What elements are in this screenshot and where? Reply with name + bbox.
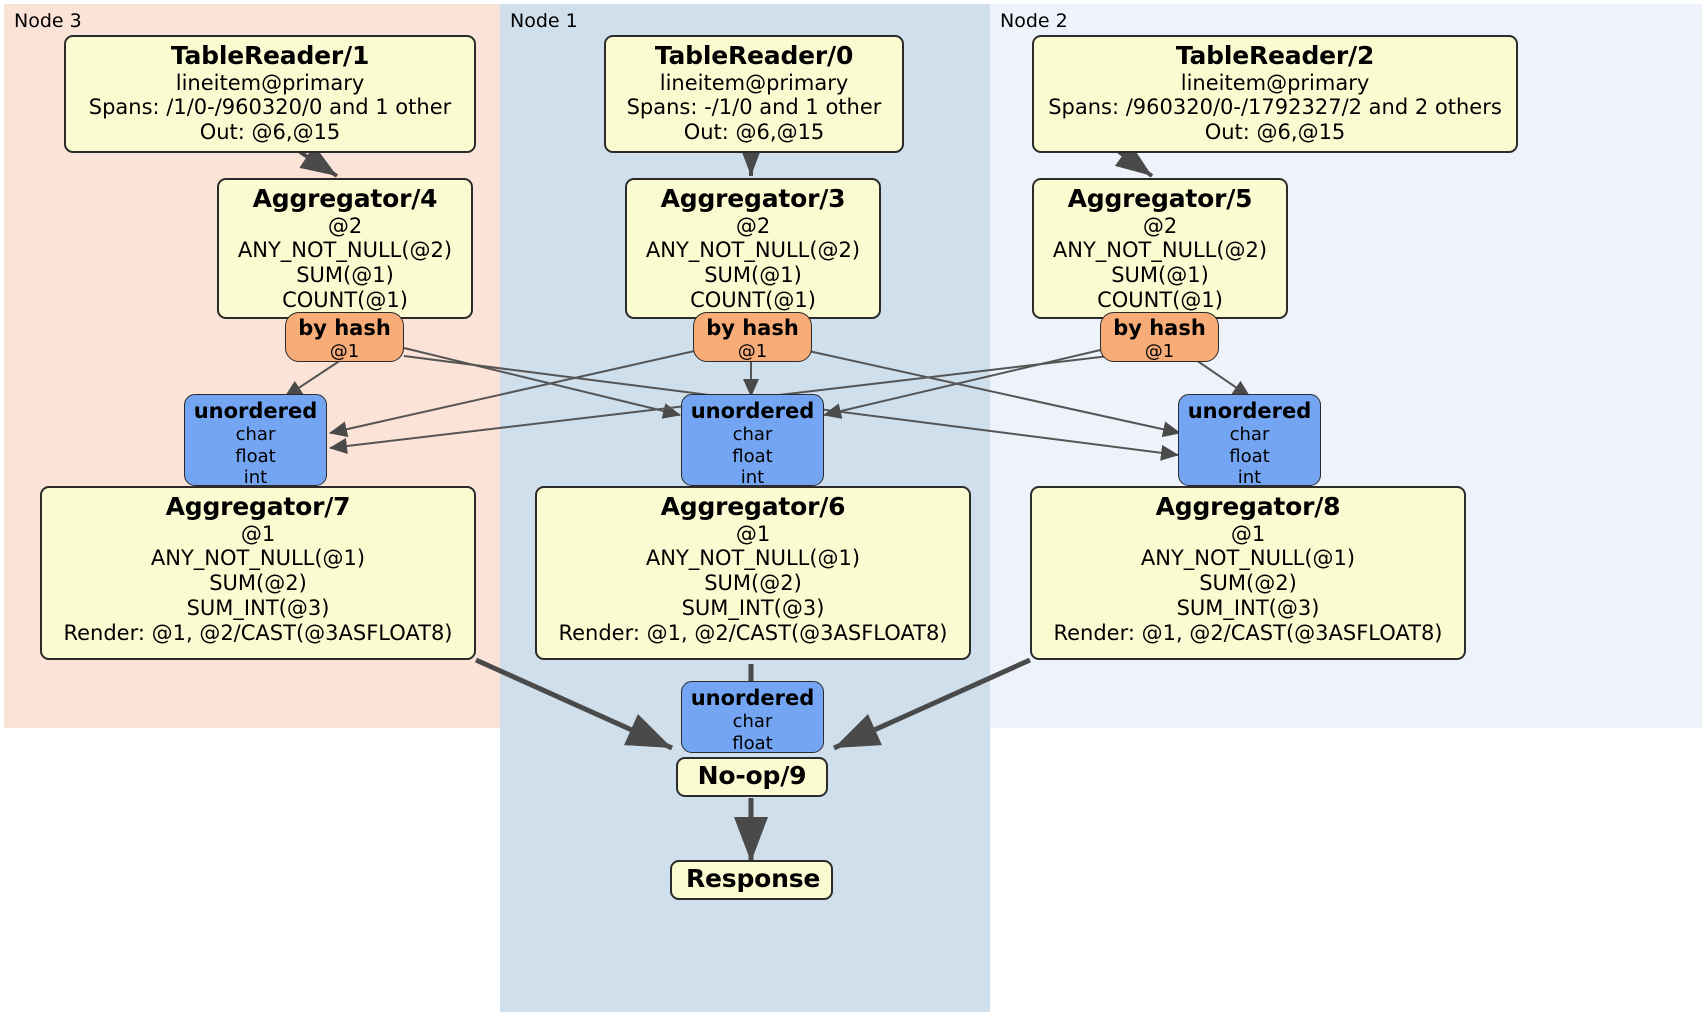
processor-line: ANY_NOT_NULL(@2) [237, 238, 453, 263]
processor-line: Spans: /960320/0-/1792327/2 and 2 others [1048, 95, 1502, 120]
node-panel-label-node1: Node 1 [510, 10, 578, 32]
processor-line: Render: @1, @2/CAST(@3ASFLOAT8) [558, 620, 948, 645]
processor-line: SUM(@1) [296, 263, 394, 288]
router-by-hash-right[interactable]: by hash @1 [1100, 312, 1219, 362]
processor-aggregator-7[interactable]: Aggregator/7 @1 ANY_NOT_NULL(@1) SUM(@2)… [40, 486, 476, 660]
processor-line: lineitem@primary [175, 70, 365, 95]
processor-line: SUM(@2) [209, 571, 307, 596]
processor-title: TableReader/1 [170, 41, 370, 70]
router-by-hash-left[interactable]: by hash @1 [285, 312, 404, 362]
stream-line: int [1237, 467, 1262, 489]
processor-line: @2 [735, 213, 771, 238]
processor-line: ANY_NOT_NULL(@2) [645, 238, 861, 263]
processor-line: lineitem@primary [659, 70, 849, 95]
processor-line: Out: @6,@15 [683, 120, 825, 145]
processor-aggregator-8[interactable]: Aggregator/8 @1 ANY_NOT_NULL(@1) SUM(@2)… [1030, 486, 1466, 660]
stream-unordered-center[interactable]: unordered char float int [681, 394, 824, 489]
processor-line: SUM(@1) [704, 263, 802, 288]
processor-title: Aggregator/7 [165, 492, 351, 521]
processor-line: Render: @1, @2/CAST(@3ASFLOAT8) [1053, 620, 1443, 645]
stream-line: float [732, 732, 773, 754]
processor-table-reader-2[interactable]: TableReader/2 lineitem@primary Spans: /9… [1032, 35, 1518, 153]
processor-line: @1 [240, 521, 276, 546]
processor-line: @1 [1230, 521, 1266, 546]
processor-line: COUNT(@1) [1097, 287, 1223, 312]
processor-title: Aggregator/6 [660, 492, 846, 521]
processor-line: SUM(@2) [1199, 571, 1297, 596]
processor-title: Aggregator/5 [1067, 184, 1253, 213]
processor-title: Response [686, 864, 821, 893]
router-line: @1 [1144, 340, 1175, 362]
processor-line: SUM_INT(@3) [1176, 595, 1320, 620]
stream-title: unordered [1187, 399, 1312, 423]
stream-line: float [235, 445, 276, 467]
processor-line: Out: @6,@15 [199, 120, 341, 145]
processor-line: COUNT(@1) [282, 287, 408, 312]
processor-title: Aggregator/3 [660, 184, 846, 213]
processor-line: Out: @6,@15 [1204, 120, 1346, 145]
processor-line: ANY_NOT_NULL(@1) [1140, 546, 1356, 571]
processor-line: lineitem@primary [1180, 70, 1370, 95]
processor-line: SUM(@1) [1111, 263, 1209, 288]
stream-line: float [732, 445, 773, 467]
stream-line: char [732, 424, 773, 446]
stream-unordered-right[interactable]: unordered char float int [1178, 394, 1321, 489]
router-line: @1 [329, 340, 360, 362]
router-title: by hash [1113, 316, 1206, 340]
processor-line: SUM(@2) [704, 571, 802, 596]
processor-aggregator-5[interactable]: Aggregator/5 @2 ANY_NOT_NULL(@2) SUM(@1)… [1032, 178, 1288, 319]
processor-aggregator-6[interactable]: Aggregator/6 @1 ANY_NOT_NULL(@1) SUM(@2)… [535, 486, 971, 660]
stream-unordered-left[interactable]: unordered char float int [184, 394, 327, 489]
stream-title: unordered [690, 686, 815, 710]
node-panel-label-node2: Node 2 [1000, 10, 1068, 32]
processor-line: Spans: -/1/0 and 1 other [626, 95, 882, 120]
processor-line: Render: @1, @2/CAST(@3ASFLOAT8) [63, 620, 453, 645]
router-by-hash-center[interactable]: by hash @1 [693, 312, 812, 362]
processor-aggregator-3[interactable]: Aggregator/3 @2 ANY_NOT_NULL(@2) SUM(@1)… [625, 178, 881, 319]
processor-title: Aggregator/4 [252, 184, 438, 213]
router-title: by hash [706, 316, 799, 340]
processor-line: @2 [327, 213, 363, 238]
stream-line: float [1229, 445, 1270, 467]
processor-line: ANY_NOT_NULL(@1) [645, 546, 861, 571]
processor-line: Spans: /1/0-/960320/0 and 1 other [88, 95, 452, 120]
stream-title: unordered [193, 399, 318, 423]
processor-line: COUNT(@1) [690, 287, 816, 312]
processor-response[interactable]: Response [670, 860, 833, 900]
processor-title: TableReader/2 [1175, 41, 1375, 70]
node-panel-label-node3: Node 3 [14, 10, 82, 32]
stream-title: unordered [690, 399, 815, 423]
processor-title: Aggregator/8 [1155, 492, 1341, 521]
processor-aggregator-4[interactable]: Aggregator/4 @2 ANY_NOT_NULL(@2) SUM(@1)… [217, 178, 473, 319]
processor-line: @2 [1142, 213, 1178, 238]
processor-noop-9[interactable]: No-op/9 [676, 757, 828, 797]
processor-line: @1 [735, 521, 771, 546]
processor-title: No-op/9 [697, 761, 807, 790]
stream-unordered-final[interactable]: unordered char float [681, 681, 824, 754]
stream-line: int [243, 467, 268, 489]
stream-line: int [740, 467, 765, 489]
processor-table-reader-1[interactable]: TableReader/1 lineitem@primary Spans: /1… [64, 35, 476, 153]
processor-line: SUM_INT(@3) [681, 595, 825, 620]
router-line: @1 [737, 340, 768, 362]
processor-table-reader-0[interactable]: TableReader/0 lineitem@primary Spans: -/… [604, 35, 904, 153]
processor-line: SUM_INT(@3) [186, 595, 330, 620]
stream-line: char [1229, 424, 1270, 446]
stream-line: char [732, 711, 773, 733]
router-title: by hash [298, 316, 391, 340]
processor-title: TableReader/0 [654, 41, 854, 70]
stream-line: char [235, 424, 276, 446]
processor-line: ANY_NOT_NULL(@2) [1052, 238, 1268, 263]
processor-line: ANY_NOT_NULL(@1) [150, 546, 366, 571]
